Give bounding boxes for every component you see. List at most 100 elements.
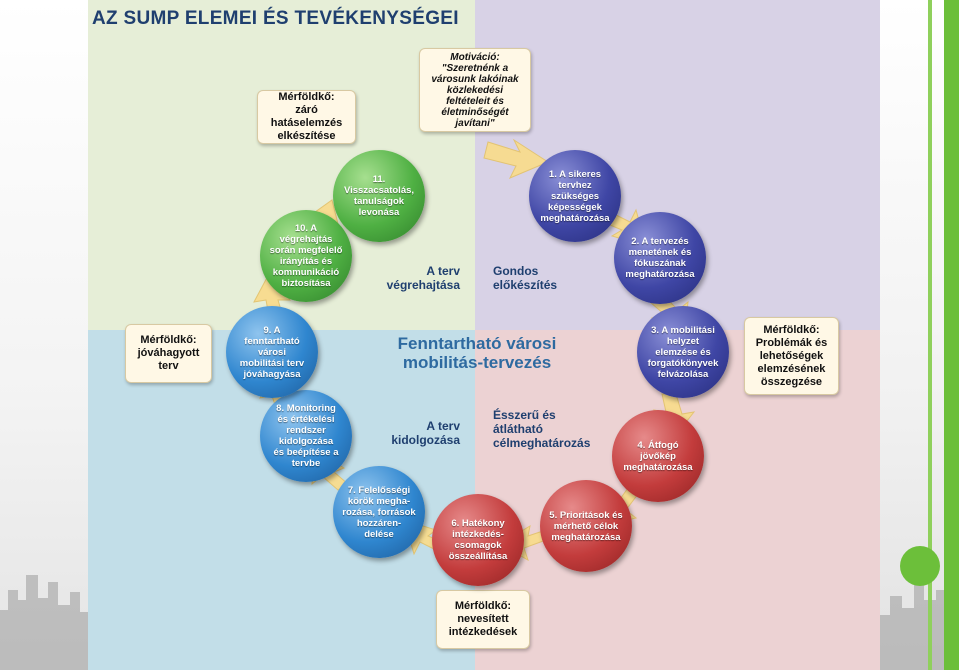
text-line: meghatározása bbox=[625, 269, 695, 280]
text-line: 5. Prioritások és bbox=[549, 509, 623, 521]
phase-label-line: végrehajtása bbox=[386, 278, 460, 292]
text-line: tervhez bbox=[558, 179, 592, 191]
text-line: 9. A bbox=[263, 324, 281, 336]
phase-label-line: előkészítés bbox=[493, 278, 558, 292]
text-line: meghatározása bbox=[551, 531, 621, 543]
text-line: intézkedések bbox=[448, 626, 518, 638]
text-line: rendszer bbox=[286, 425, 326, 436]
text-line: feltételeit és bbox=[446, 95, 504, 107]
text-line: elkészítése bbox=[277, 130, 336, 142]
text-line: irányítás és bbox=[279, 256, 333, 267]
text-line: javítani" bbox=[455, 117, 495, 129]
text-line: során megfelelő bbox=[269, 245, 343, 256]
text-line: tervbe bbox=[291, 458, 321, 469]
text-line: életminőségét bbox=[441, 106, 509, 118]
text-line: körök megha- bbox=[347, 495, 411, 507]
text-line: intézkedés- bbox=[452, 529, 504, 540]
text-line: lehetőségek bbox=[759, 349, 824, 362]
phase-label-line: célmeghatározás bbox=[493, 436, 591, 450]
text-line: 11. bbox=[372, 174, 386, 185]
arrow-motivation-to-1 bbox=[483, 138, 550, 179]
text-line: összeállítása bbox=[448, 551, 508, 562]
text-line: menetének és bbox=[628, 247, 692, 258]
thin-green-bar bbox=[928, 0, 932, 670]
text-line: 6. Hatékony bbox=[451, 518, 505, 529]
text-line: és beépítése a bbox=[273, 447, 339, 458]
phase-label-line: átlátható bbox=[493, 422, 544, 436]
center-title-line: mobilitás-tervezés bbox=[402, 353, 552, 372]
phase-label-plan-drafting: A terv kidolgozása bbox=[372, 419, 460, 447]
page-title: AZ SUMP ELEMEI ÉS TEVÉKENYSÉGEI bbox=[92, 8, 459, 29]
phase-label-line: kidolgozása bbox=[391, 433, 460, 447]
text-line: végrehajtás bbox=[279, 234, 333, 245]
phase-label-line: Gondos bbox=[493, 264, 539, 278]
phase-label-goal-setting: Ésszerű és átlátható célmeghatározás bbox=[493, 408, 590, 450]
text-line: levonása bbox=[358, 207, 400, 218]
left-city-skyline-icon bbox=[0, 575, 88, 670]
text-line: jóváhagyása bbox=[243, 368, 301, 380]
text-line: Mérföldkő: bbox=[454, 600, 512, 612]
text-line: 7. Felelősségi bbox=[347, 484, 411, 496]
text-line: nevesített bbox=[457, 613, 509, 625]
text-line: 10. A bbox=[294, 223, 318, 234]
text-line: Mérföldkő: bbox=[278, 91, 335, 103]
green-circle-decoration bbox=[900, 546, 940, 586]
text-line: fenntartható bbox=[244, 335, 300, 347]
text-line: elemzésének bbox=[757, 362, 826, 375]
phase-label-implementation: A terv végrehajtása bbox=[372, 264, 460, 292]
phase-label-preparation: Gondos előkészítés bbox=[493, 264, 557, 292]
text-line: jóváhagyott bbox=[137, 347, 200, 359]
text-line: hozzáren- bbox=[356, 517, 402, 529]
text-line: tanulságok bbox=[353, 196, 405, 207]
green-side-bar bbox=[944, 0, 959, 670]
text-line: Mérföldkő: bbox=[763, 323, 820, 336]
text-line: delése bbox=[364, 528, 394, 540]
left-side-decoration bbox=[0, 0, 88, 670]
text-line: és értékelési bbox=[277, 414, 335, 425]
text-line: városunk lakóinak bbox=[431, 73, 519, 85]
text-line: rozása, források bbox=[342, 506, 416, 518]
text-line: csomagok bbox=[454, 540, 502, 551]
text-line: helyzet bbox=[666, 335, 700, 347]
text-line: 3. A mobilitási bbox=[651, 324, 715, 336]
text-line: összegzése bbox=[760, 375, 823, 388]
text-line: 8. Monitoring bbox=[276, 403, 336, 414]
text-line: képességek bbox=[548, 201, 602, 213]
text-line: felvázolása bbox=[657, 368, 709, 380]
text-line: záró hatáselemzés bbox=[270, 104, 343, 129]
text-line: közlekedési bbox=[446, 84, 504, 96]
text-line: fókuszának bbox=[634, 258, 686, 269]
text-line: meghatározása bbox=[540, 212, 610, 224]
phase-label-line: A terv bbox=[426, 264, 460, 278]
text-line: 1. A sikeres bbox=[548, 168, 602, 180]
text-line: Motiváció: bbox=[450, 51, 500, 63]
text-line: mérhető célok bbox=[553, 520, 619, 532]
